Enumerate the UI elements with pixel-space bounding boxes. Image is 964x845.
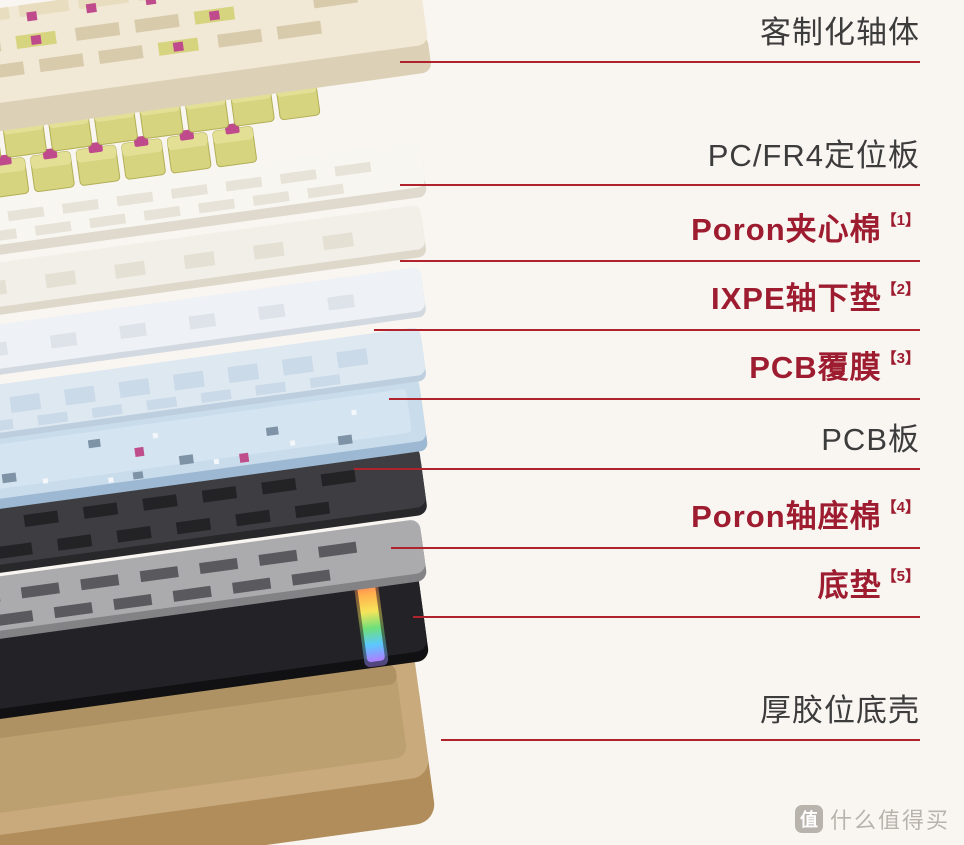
- callout-poron-sandwich: Poron夹心棉【1】: [691, 212, 920, 248]
- callout-text: IXPE轴下垫: [711, 281, 882, 316]
- smzdm-logo-icon: 值: [794, 805, 823, 833]
- callout-plate: PC/FR4定位板: [708, 138, 920, 174]
- callout-text: 客制化轴体: [760, 15, 920, 50]
- layer-socket-foam: [0, 446, 427, 588]
- callout-text: PC/FR4定位板: [707, 138, 920, 173]
- leader-line: [441, 739, 920, 741]
- leader-line: [354, 468, 920, 470]
- watermark-text: 什么值得买: [829, 808, 950, 833]
- callout-text: PCB板: [821, 422, 920, 457]
- leader-line: [400, 184, 920, 186]
- rgb-light-strip: [356, 577, 385, 663]
- leader-line: [400, 61, 920, 63]
- leader-line: [391, 547, 920, 549]
- layer-pcb-board: [0, 377, 428, 524]
- leader-line: [389, 398, 920, 400]
- layer-bottom-case: [0, 647, 435, 845]
- callout-text: Poron轴座棉: [691, 499, 882, 534]
- leader-line: [400, 260, 920, 262]
- callout-bottom-case: 厚胶位底壳: [760, 693, 920, 729]
- callout-text: 厚胶位底壳: [760, 693, 920, 728]
- callout-bottom-pad: 底垫【5】: [818, 568, 920, 604]
- callout-footnote: 【2】: [881, 280, 920, 298]
- callout-custom-switches: 客制化轴体: [760, 15, 920, 51]
- callout-pcb-film: PCB覆膜【3】: [749, 350, 920, 386]
- leader-line: [374, 329, 920, 331]
- layer-pcb-film: [0, 327, 426, 454]
- keyboard-exploded-view: [0, 0, 435, 845]
- layer-sandwich-foam: [0, 205, 426, 330]
- layer-positioning-plate: [0, 141, 427, 270]
- layer-ixpe-pad: [0, 267, 426, 390]
- callout-text: Poron夹心棉: [691, 212, 882, 247]
- callout-ixpe-pad: IXPE轴下垫【2】: [711, 281, 920, 317]
- watermark: 值 什么值得买: [794, 803, 950, 835]
- callout-footnote: 【4】: [881, 498, 920, 516]
- switch-peek-through-cutouts: [15, 6, 236, 56]
- layer-bottom-pad: [0, 520, 427, 654]
- callout-text: 底垫: [817, 568, 882, 603]
- callout-footnote: 【3】: [881, 349, 920, 367]
- callout-footnote: 【1】: [881, 211, 920, 229]
- callout-footnote: 【5】: [881, 567, 920, 585]
- callout-text: PCB覆膜: [749, 350, 882, 385]
- callout-pcb-board: PCB板: [821, 422, 920, 458]
- leader-line: [413, 616, 920, 618]
- callout-poron-socket: Poron轴座棉【4】: [691, 499, 920, 535]
- layer-top-case: [0, 0, 431, 146]
- layer-bottom-foam: [0, 564, 429, 733]
